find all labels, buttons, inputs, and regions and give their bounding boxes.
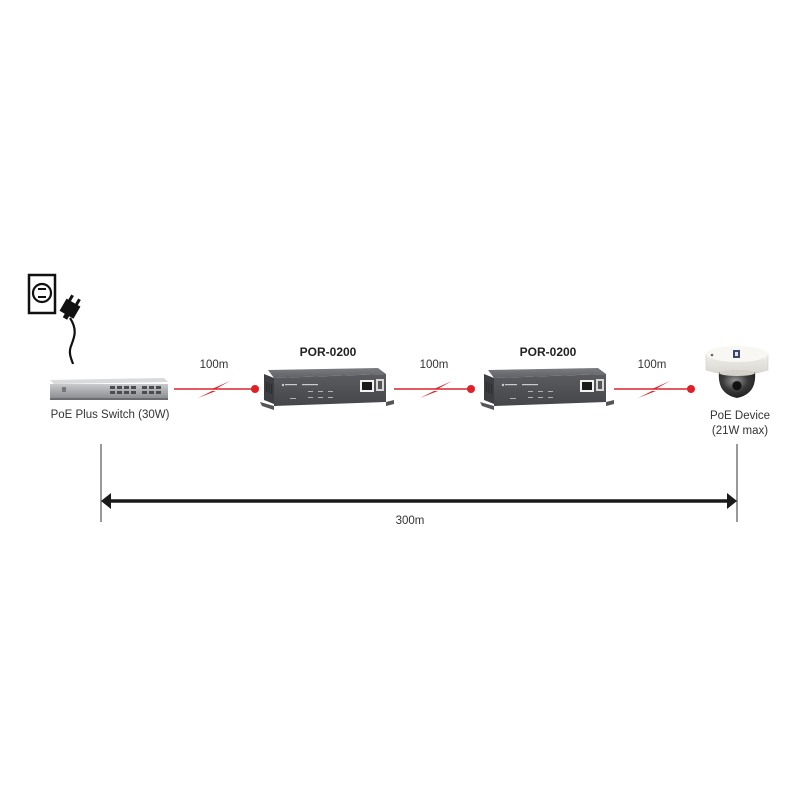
power-outlet xyxy=(26,272,86,367)
link-cable-icon xyxy=(614,381,695,398)
switch-label: PoE Plus Switch (30W) xyxy=(50,409,170,421)
poe-repeater-icon xyxy=(480,368,614,410)
link-cable-icon xyxy=(394,381,475,398)
link-1-distance: 100m xyxy=(199,359,229,371)
device-label-line1: PoE Device xyxy=(709,410,771,422)
double-arrow-icon xyxy=(100,444,738,522)
link-3 xyxy=(612,380,700,400)
dome-camera-icon xyxy=(705,346,769,398)
link-1 xyxy=(172,380,262,400)
repeater-2 xyxy=(480,364,614,412)
link-2 xyxy=(392,380,482,400)
power-outlet-icon xyxy=(27,273,81,365)
total-span xyxy=(90,444,750,524)
poe-device-camera xyxy=(700,342,774,404)
link-2-distance: 100m xyxy=(419,359,449,371)
link-3-distance: 100m xyxy=(637,359,667,371)
link-cable-icon xyxy=(174,381,259,398)
poe-switch xyxy=(46,376,170,402)
total-span-label: 300m xyxy=(395,515,425,527)
network-switch-icon xyxy=(50,378,168,400)
repeater-1 xyxy=(260,364,394,412)
repeater-2-title: POR-0200 xyxy=(519,345,577,359)
repeater-1-title: POR-0200 xyxy=(299,345,357,359)
poe-repeater-icon xyxy=(260,368,394,410)
device-label-line2: (21W max) xyxy=(711,425,769,437)
